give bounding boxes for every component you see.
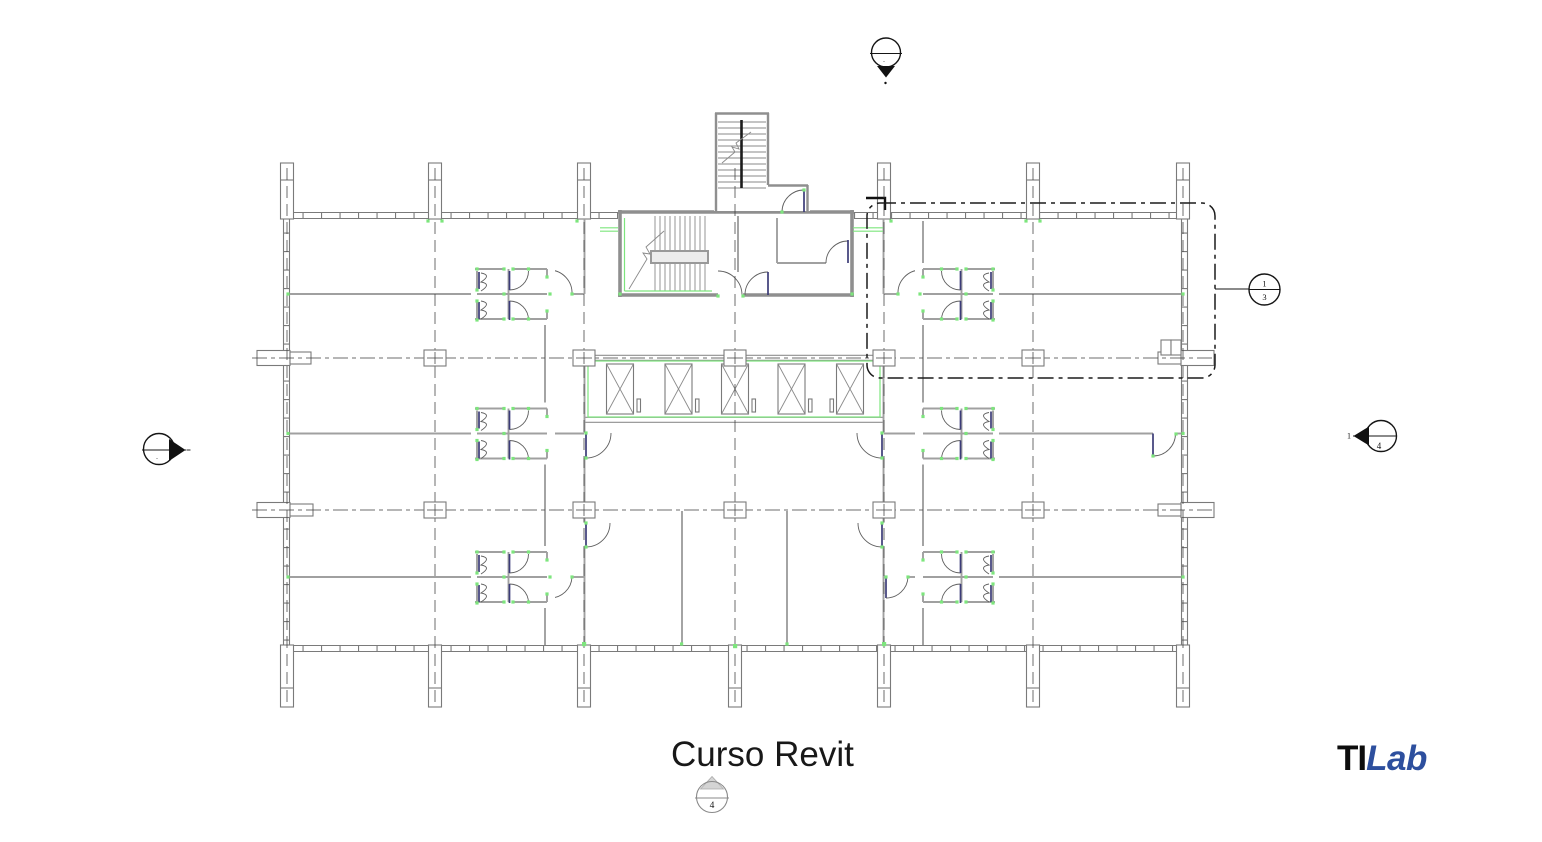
section-marker-right: 1 4 <box>1347 419 1398 453</box>
elevator-bank <box>583 354 885 423</box>
exterior-stair-tower <box>714 111 887 213</box>
view-title-marker-number: 4 <box>710 801 715 811</box>
logo: TILab <box>1337 739 1427 779</box>
callout-boundary <box>866 202 1249 379</box>
view-title-marker: 4 <box>695 775 729 814</box>
core-stair <box>623 216 712 292</box>
stair-core <box>618 208 854 299</box>
section-marker-left-label: - <box>156 456 158 462</box>
logo-suffix: Lab <box>1366 739 1427 778</box>
callout-head: 1 3 <box>1248 273 1281 306</box>
section-marker-left: - <box>142 432 191 466</box>
section-marker-right-sheet: 4 <box>1377 441 1382 451</box>
view-title: Curso Revit <box>671 735 854 774</box>
section-marker-right-ref: 1 <box>1347 432 1351 441</box>
section-marker-top-label: - <box>883 59 885 65</box>
tower-stair <box>718 120 766 189</box>
section-marker-top: - <box>870 37 902 85</box>
logo-prefix: TI <box>1337 739 1367 778</box>
elevator-shafts <box>605 363 865 415</box>
callout-detail-number: 1 <box>1262 279 1266 289</box>
columns <box>423 349 1045 519</box>
green-accents <box>286 188 1185 649</box>
callout-sheet-number: 3 <box>1262 292 1266 302</box>
